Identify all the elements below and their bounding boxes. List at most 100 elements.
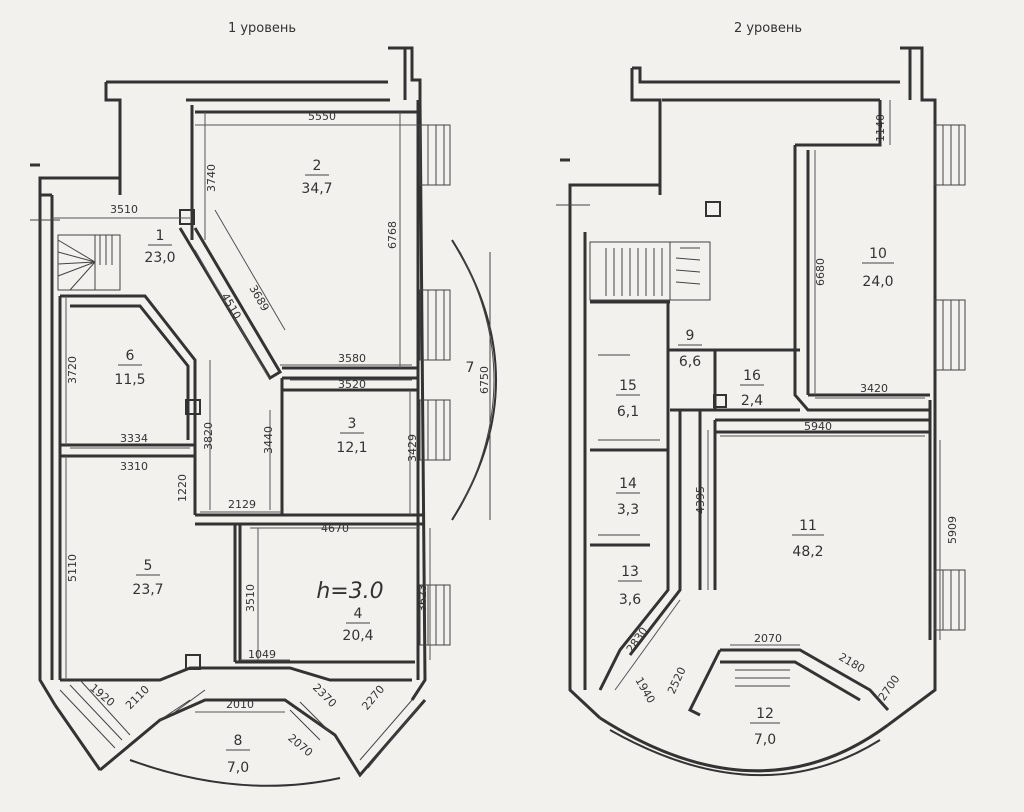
level-2-title: 2 уровень (734, 21, 802, 36)
dim-label: 1140 (874, 114, 887, 142)
level-1-outer-walls (30, 46, 427, 706)
dim-label: 2520 (665, 665, 689, 696)
room-label-8: 8 7,0 (226, 733, 250, 776)
dim-label: 3510 (244, 584, 257, 612)
room-number: 15 (619, 378, 637, 394)
room-number: 8 (234, 733, 243, 749)
room-number: 1 (156, 228, 165, 244)
room-number: 11 (799, 518, 817, 534)
room-label-11: 11 48,2 (792, 518, 824, 560)
dim-label: 3720 (66, 356, 79, 384)
level-1-staircase (57, 234, 121, 291)
room-area: 12,1 (336, 440, 367, 456)
room-area: 7,0 (227, 760, 249, 776)
room-number: 4 (354, 606, 363, 622)
room-number: 7 (466, 360, 475, 376)
dim-label: 3689 (246, 283, 271, 314)
room-label-4: h=3.0 4 20,4 (316, 579, 383, 644)
room-area: 20,4 (342, 628, 373, 644)
level-2-room-labels: 9 6,6 10 24,0 11 48,2 12 7,0 13 (616, 246, 894, 748)
level-2-inner-walls (590, 100, 932, 717)
dim-label: 3334 (120, 432, 148, 445)
dim-label: 5550 (308, 110, 336, 123)
level-1-bay-7 (451, 239, 497, 521)
room-number: 14 (619, 476, 637, 492)
room-number: 10 (869, 246, 887, 262)
dim-label: 4670 (321, 522, 349, 535)
room-area: 3,6 (619, 592, 641, 608)
room-area: 24,0 (862, 274, 893, 290)
room-area: 48,2 (792, 544, 823, 560)
level-2-plan: 2 уровень (556, 21, 966, 777)
room-label-1: 1 23,0 (144, 228, 175, 266)
height-note: h=3.0 (316, 579, 383, 604)
room-area: 23,0 (144, 250, 175, 266)
dim-label: 2700 (876, 673, 903, 703)
dim-label: 4395 (694, 486, 707, 514)
dim-label: 3740 (205, 164, 218, 192)
dim-label: 3510 (110, 203, 138, 216)
dim-label: 2270 (359, 683, 387, 713)
level-2-dimension-lines (614, 100, 941, 691)
dim-label: 3310 (120, 460, 148, 473)
dim-label: 5940 (804, 420, 832, 433)
level-1-windows (30, 124, 451, 646)
dim-label: 3820 (202, 422, 215, 450)
dim-label: 6768 (386, 221, 399, 249)
room-label-2: 2 34,7 (301, 158, 332, 197)
dim-label: 2370 (310, 681, 339, 710)
room-area: 6,6 (679, 354, 701, 370)
dim-label: 3420 (860, 382, 888, 395)
room-number: 16 (743, 368, 761, 384)
dim-label: 3623 (416, 584, 429, 612)
room-number: 13 (621, 564, 639, 580)
dim-label: 2070 (285, 731, 315, 759)
room-label-3: 3 12,1 (336, 416, 367, 456)
dim-label: 1049 (248, 648, 276, 661)
room-area: 7,0 (754, 732, 776, 748)
room-number: 9 (686, 328, 695, 344)
dim-label: 3440 (262, 426, 275, 454)
room-label-12: 12 7,0 (750, 706, 780, 748)
room-label-15: 15 6,1 (616, 378, 640, 420)
room-area: 6,1 (617, 404, 639, 420)
dim-label: 5909 (946, 516, 959, 544)
level-2-windows (556, 124, 966, 631)
level-1-title: 1 уровень (228, 21, 296, 36)
dim-label: 3520 (338, 378, 366, 391)
dim-label: 6680 (814, 258, 827, 286)
dim-label: 3580 (338, 352, 366, 365)
room-label-9: 9 6,6 (678, 328, 702, 370)
dim-label: 5110 (66, 554, 79, 582)
level-1-inner-walls (58, 100, 425, 682)
dim-label: 6750 (478, 366, 491, 394)
room-label-7: 7 (466, 360, 475, 376)
level-1-room-labels: 1 23,0 2 34,7 3 12,1 h=3.0 4 20,4 5 (114, 158, 474, 776)
dim-label: 2129 (228, 498, 256, 511)
room-label-5: 5 23,7 (132, 558, 163, 598)
room-number: 5 (144, 558, 153, 574)
room-label-16: 16 2,4 (740, 368, 764, 409)
room-area: 34,7 (301, 181, 332, 197)
room-number: 12 (756, 706, 774, 722)
room-area: 11,5 (114, 372, 145, 388)
room-label-10: 10 24,0 (862, 246, 894, 290)
room-label-13: 13 3,6 (618, 564, 642, 608)
level-1-plan: 1 уровень (30, 21, 497, 787)
level-1-dimension-lines (52, 112, 431, 713)
dim-label: 2010 (226, 698, 254, 711)
room-number: 6 (126, 348, 135, 364)
level-2-outer-walls (560, 46, 937, 777)
room-area: 2,4 (741, 393, 763, 409)
dim-label: 2110 (123, 683, 152, 712)
level-2-staircase (589, 241, 790, 687)
room-area: 3,3 (617, 502, 639, 518)
room-number: 2 (313, 158, 322, 174)
room-label-14: 14 3,3 (616, 476, 640, 518)
dim-label: 1220 (176, 474, 189, 502)
level-1-bay-8 (53, 679, 427, 787)
dim-label: 1940 (632, 675, 657, 706)
dim-label: 2070 (754, 632, 782, 645)
room-area: 23,7 (132, 582, 163, 598)
